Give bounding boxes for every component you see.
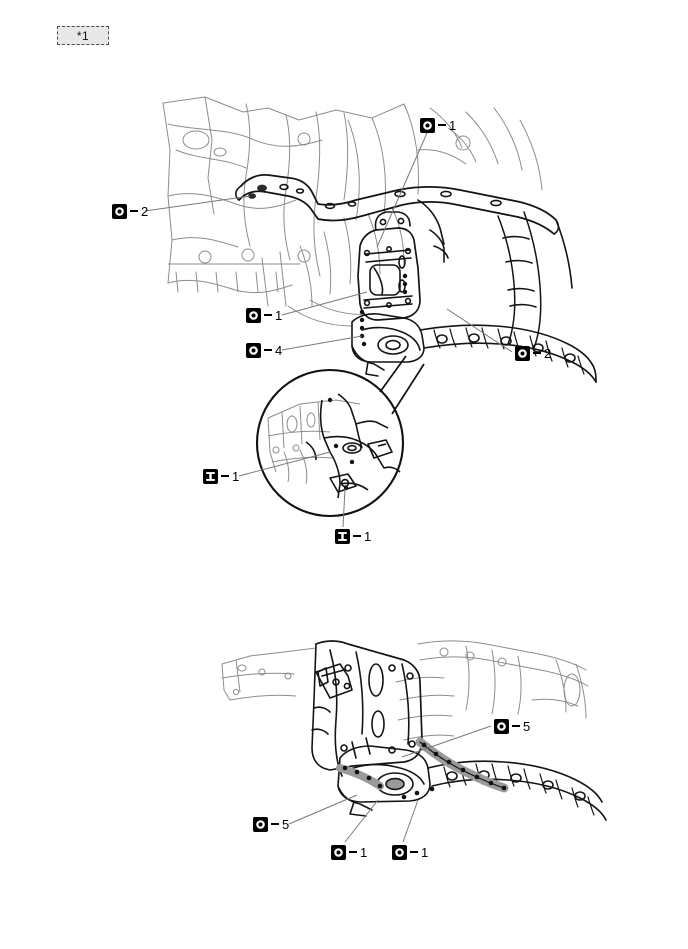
callout-number: 1 (364, 528, 372, 544)
ring-in-square-icon (246, 307, 261, 323)
callout-dash (512, 725, 520, 727)
callout-number: 1 (360, 844, 368, 860)
callout-dash (221, 475, 229, 477)
note-badge: *1 (57, 26, 109, 45)
figure-lower-frame (311, 640, 607, 821)
callout-marker-1[interactable]: 1 (420, 117, 456, 133)
callout-marker-1[interactable]: 1 (331, 844, 367, 860)
callout-marker-1[interactable]: 1 (335, 528, 371, 544)
callout-marker-1[interactable]: 1 (203, 468, 239, 484)
callout-dash (438, 124, 446, 126)
ring-in-square-icon (253, 816, 268, 832)
ring-in-square-icon (494, 718, 509, 734)
callout-marker-2[interactable]: 2 (112, 203, 148, 219)
detail-circle-group (255, 355, 425, 518)
ring-in-square-icon (392, 844, 407, 860)
callout-number: 2 (544, 345, 552, 361)
callout-dash (353, 535, 361, 537)
ring-in-square-icon (112, 203, 127, 219)
ring-in-square-icon (246, 342, 261, 358)
callout-dash (130, 210, 138, 212)
note-badge-label: *1 (76, 28, 90, 43)
callout-dash (410, 851, 418, 853)
callout-marker-2[interactable]: 2 (515, 345, 551, 361)
figure-lower-artwork (221, 640, 589, 741)
callout-number: 4 (275, 342, 283, 358)
callout-dash (264, 349, 272, 351)
ring-in-square-icon (331, 844, 346, 860)
callout-number: 1 (449, 117, 457, 133)
callout-marker-1[interactable]: 1 (392, 844, 428, 860)
callout-leader-lines (144, 132, 513, 843)
ring-in-square-icon (420, 117, 435, 133)
callout-marker-4[interactable]: 4 (246, 342, 282, 358)
callout-marker-5[interactable]: 5 (253, 816, 289, 832)
callout-marker-1[interactable]: 1 (246, 307, 282, 323)
callout-number: 5 (282, 816, 290, 832)
callout-number: 1 (275, 307, 283, 323)
figure-upper-artwork (162, 96, 543, 327)
callout-number: 1 (421, 844, 429, 860)
callout-number: 5 (523, 718, 531, 734)
ring-in-square-icon (515, 345, 530, 361)
callout-number: 2 (141, 203, 149, 219)
callout-dash (349, 851, 357, 853)
i-letter-in-square-icon (203, 468, 218, 484)
i-letter-in-square-icon (335, 528, 350, 544)
callout-marker-5[interactable]: 5 (494, 718, 530, 734)
callout-number: 1 (232, 468, 240, 484)
callout-dash (271, 823, 279, 825)
callout-dash (533, 352, 541, 354)
callout-dash (264, 314, 272, 316)
